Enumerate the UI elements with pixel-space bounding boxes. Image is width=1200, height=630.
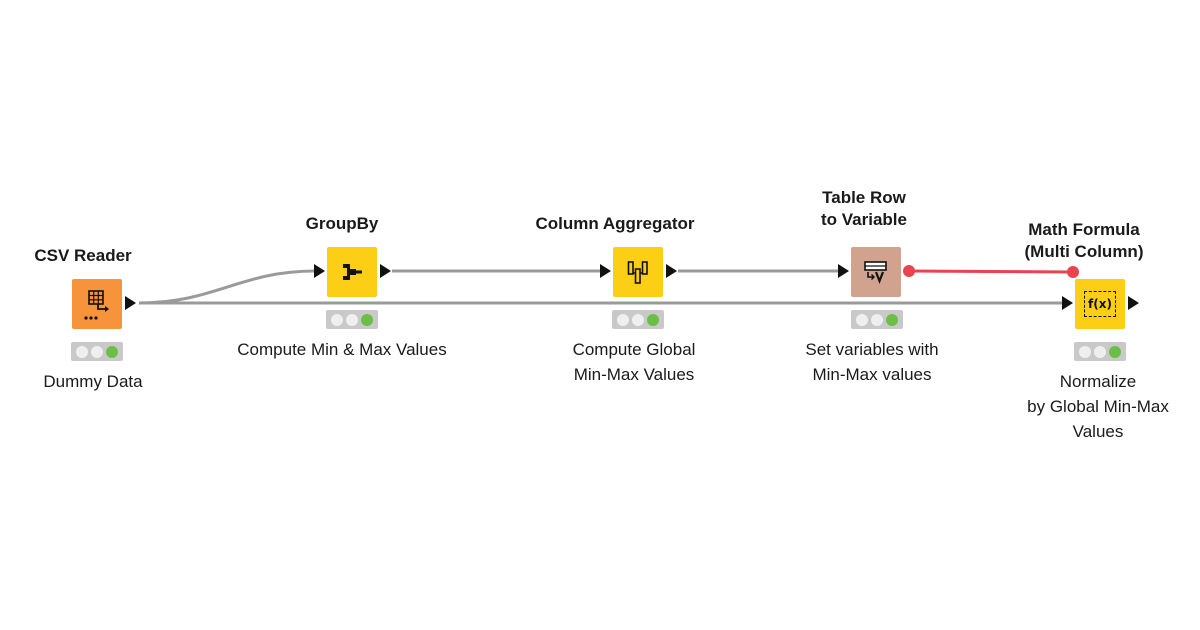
node-desc-table-row-to-variable: Set variables with Min-Max values [805, 340, 939, 384]
node-desc-column-aggregator: Compute Global Min-Max Values [572, 340, 696, 384]
groupby-node[interactable] [327, 247, 377, 297]
status-light-yellow [632, 313, 644, 326]
connection-csv-reader-to-groupby[interactable] [138, 269, 316, 305]
groupby-status [326, 310, 378, 329]
table-row-to-variable-node[interactable] [851, 247, 901, 297]
table-row-to-variable-input-port[interactable] [838, 264, 849, 278]
node-title-groupby: GroupBy [305, 214, 379, 233]
math-formula-node[interactable]: f(x) [1075, 279, 1125, 329]
status-light-green [106, 345, 118, 358]
status-light-yellow [1094, 345, 1106, 358]
math-formula-status [1074, 342, 1126, 361]
table-row-to-variable-variable-port[interactable] [903, 265, 915, 277]
csv-reader-status [71, 342, 123, 361]
node-title-csv-reader: CSV Reader [34, 246, 132, 265]
column-aggregator-icon [627, 261, 648, 284]
status-light-red [76, 345, 88, 358]
math-formula-variable-port[interactable] [1067, 266, 1079, 278]
table-row-to-variable-status [851, 310, 903, 329]
status-light-green [647, 313, 659, 326]
node-title-table-row-to-variable: Table Row to Variable [821, 188, 907, 229]
status-light-red [856, 313, 868, 326]
csv-reader-icon [84, 290, 109, 320]
node-desc-groupby: Compute Min & Max Values [237, 340, 447, 359]
status-light-red [331, 313, 343, 326]
math-formula-input-port[interactable] [1062, 296, 1073, 310]
status-light-green [1109, 345, 1121, 358]
column-aggregator-output-port[interactable] [666, 264, 677, 278]
variable-connection-to-math-formula[interactable] [908, 269, 1074, 274]
status-light-green [886, 313, 898, 326]
groupby-output-port[interactable] [380, 264, 391, 278]
node-desc-math-formula: Normalize by Global Min-Max Values [1027, 372, 1169, 441]
math-formula-icon: f(x) [1084, 291, 1116, 317]
node-desc-csv-reader: Dummy Data [43, 372, 143, 391]
column-aggregator-status [612, 310, 664, 329]
status-light-yellow [91, 345, 103, 358]
status-light-green [361, 313, 373, 326]
csv-reader-node[interactable] [72, 279, 122, 329]
node-title-math-formula: Math Formula (Multi Column) [1024, 220, 1144, 261]
status-light-yellow [871, 313, 883, 326]
math-formula-output-port[interactable] [1128, 296, 1139, 310]
groupby-icon [343, 264, 362, 280]
column-aggregator-node[interactable] [613, 247, 663, 297]
table-row-to-variable-icon [864, 261, 887, 285]
node-title-column-aggregator: Column Aggregator [535, 214, 695, 233]
status-light-red [617, 313, 629, 326]
groupby-input-port[interactable] [314, 264, 325, 278]
math-formula-icon-label: f(x) [1088, 297, 1112, 311]
csv-reader-output-port[interactable] [125, 296, 136, 310]
column-aggregator-input-port[interactable] [600, 264, 611, 278]
status-light-yellow [346, 313, 358, 326]
status-light-red [1079, 345, 1091, 358]
